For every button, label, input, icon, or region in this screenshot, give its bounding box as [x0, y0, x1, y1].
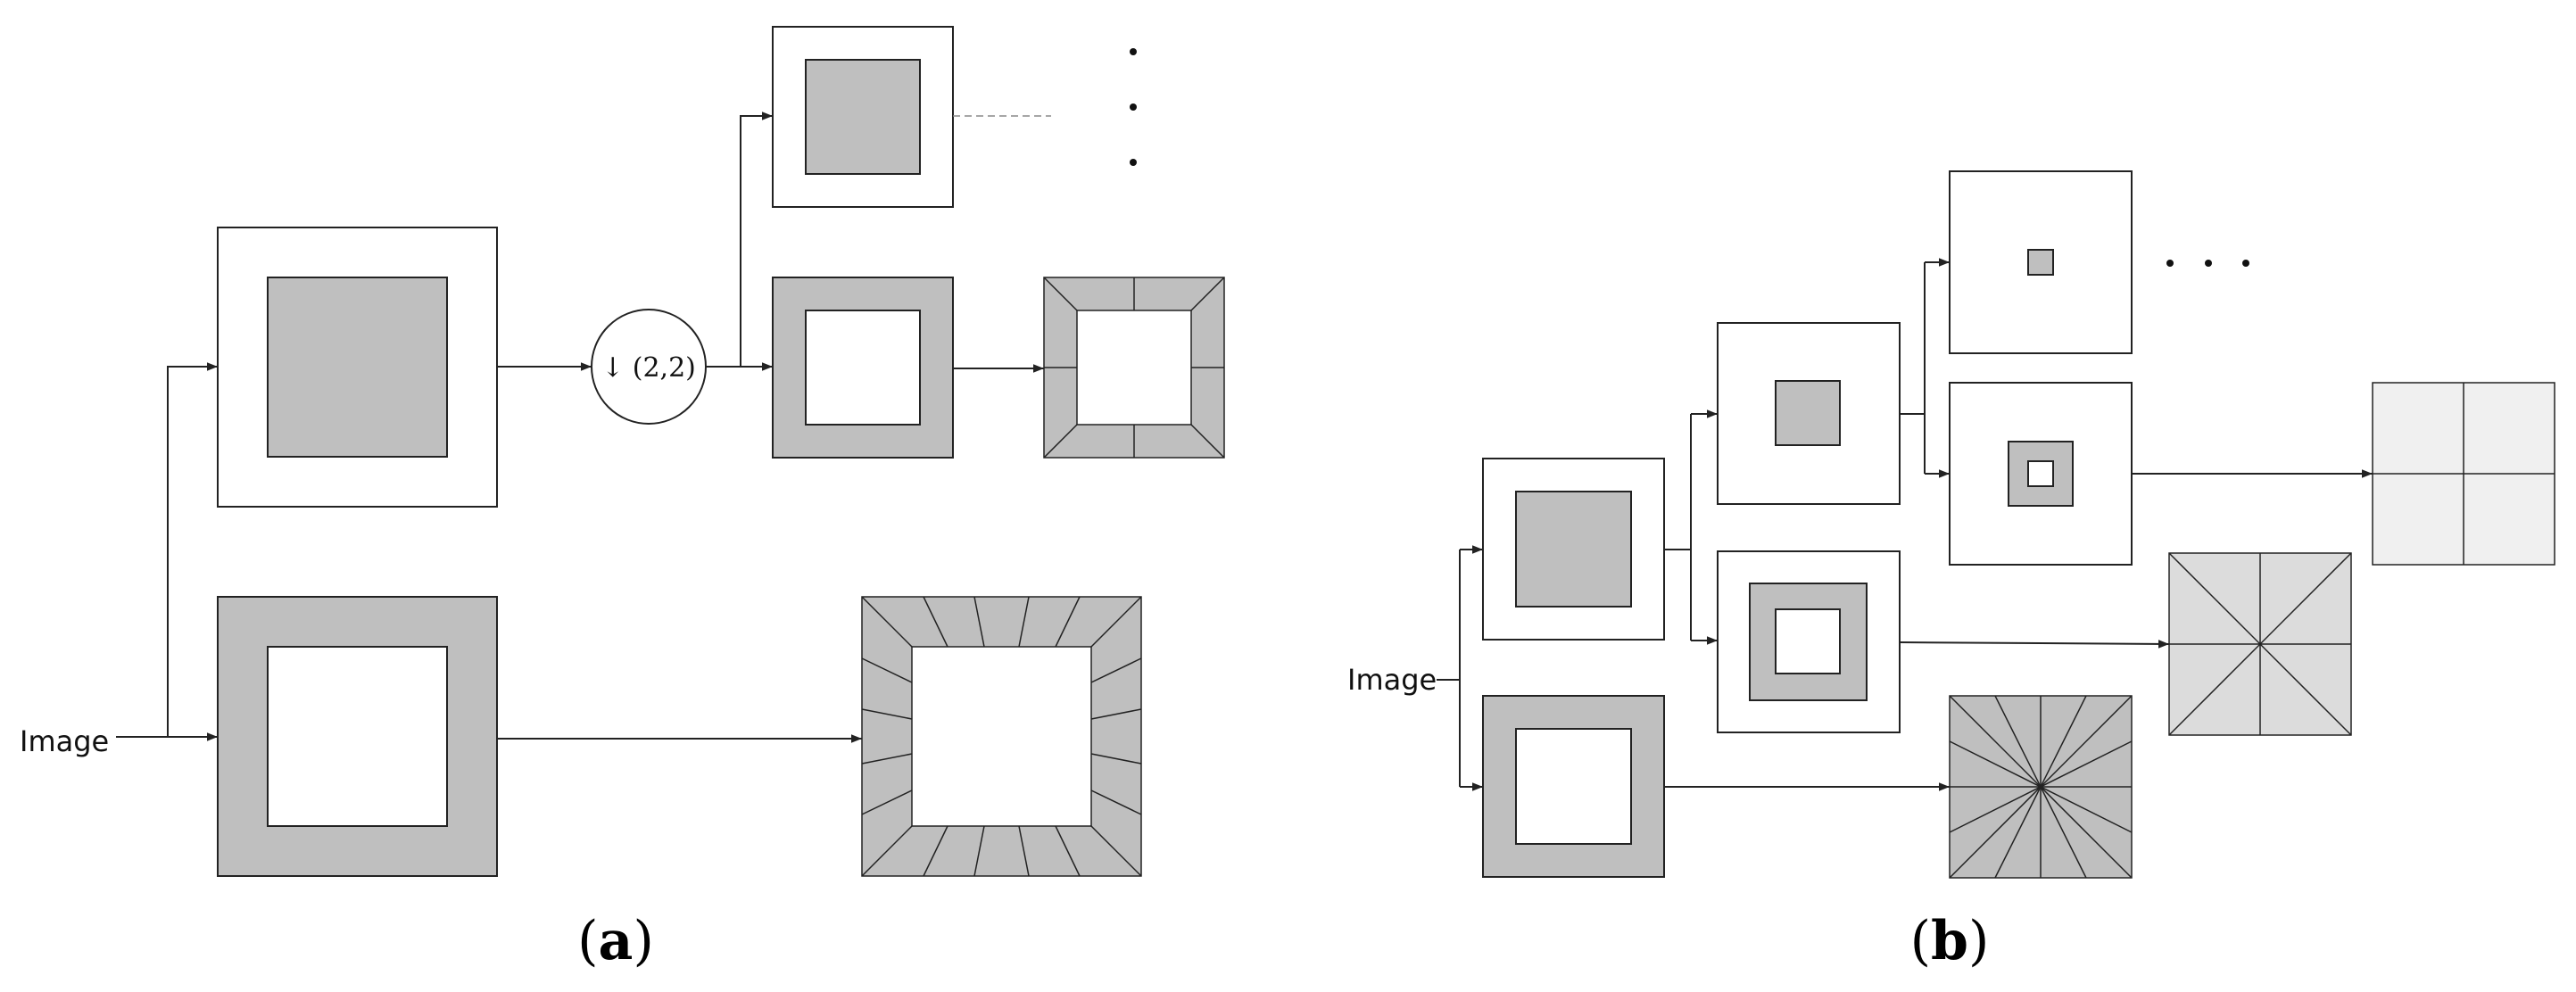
- panel-a-caption: (a): [577, 910, 654, 972]
- panel-a-branch-arrows: [706, 112, 773, 371]
- panel-a-block-small-top: [772, 26, 954, 208]
- panel-b: Image: [1347, 170, 2555, 972]
- panel-b-pooled-sectors-8: [2168, 552, 2352, 736]
- panel-a-pooled-ring-small: [1043, 277, 1225, 459]
- panel-b-block-l1-bottom: [1482, 695, 1665, 878]
- panel-b-block-l2-middle: [1717, 550, 1901, 733]
- panel-b-branch-arrows-l1: [1664, 409, 1718, 645]
- panel-a-block-top-left: [217, 227, 498, 508]
- panel-a-block-bottom-left: [217, 596, 498, 877]
- panel-b-block-l3-top: [1949, 170, 2133, 354]
- panel-b-image-label: Image: [1347, 663, 1437, 697]
- panel-b-pooled-grid-2x2: [2372, 382, 2555, 566]
- panel-a-ellipsis: [1130, 48, 1137, 166]
- panel-b-caption: (b): [1910, 910, 1990, 972]
- panel-b-block-l1-top: [1482, 458, 1665, 641]
- panel-b-branch-arrows-l2: [1900, 258, 1950, 478]
- panel-a-input-arrows: [116, 362, 218, 741]
- panel-b-pooled-sectors-16: [1949, 695, 2133, 879]
- panel-a-pooled-ring-large: [861, 596, 1142, 877]
- panel-a: Image ↓ (2,2): [20, 26, 1225, 972]
- panel-a-downsample-label: ↓ (2,2): [601, 352, 696, 384]
- panel-b-block-l3-middle: [1949, 382, 2133, 566]
- panel-b-ellipsis: [2166, 260, 2249, 267]
- panel-a-image-label: Image: [20, 724, 109, 758]
- panel-b-output-arrows: [1664, 469, 2373, 791]
- panel-b-input-arrows: [1437, 545, 1483, 791]
- panel-a-block-small-middle: [772, 277, 954, 459]
- panel-b-block-l2-top: [1717, 322, 1901, 505]
